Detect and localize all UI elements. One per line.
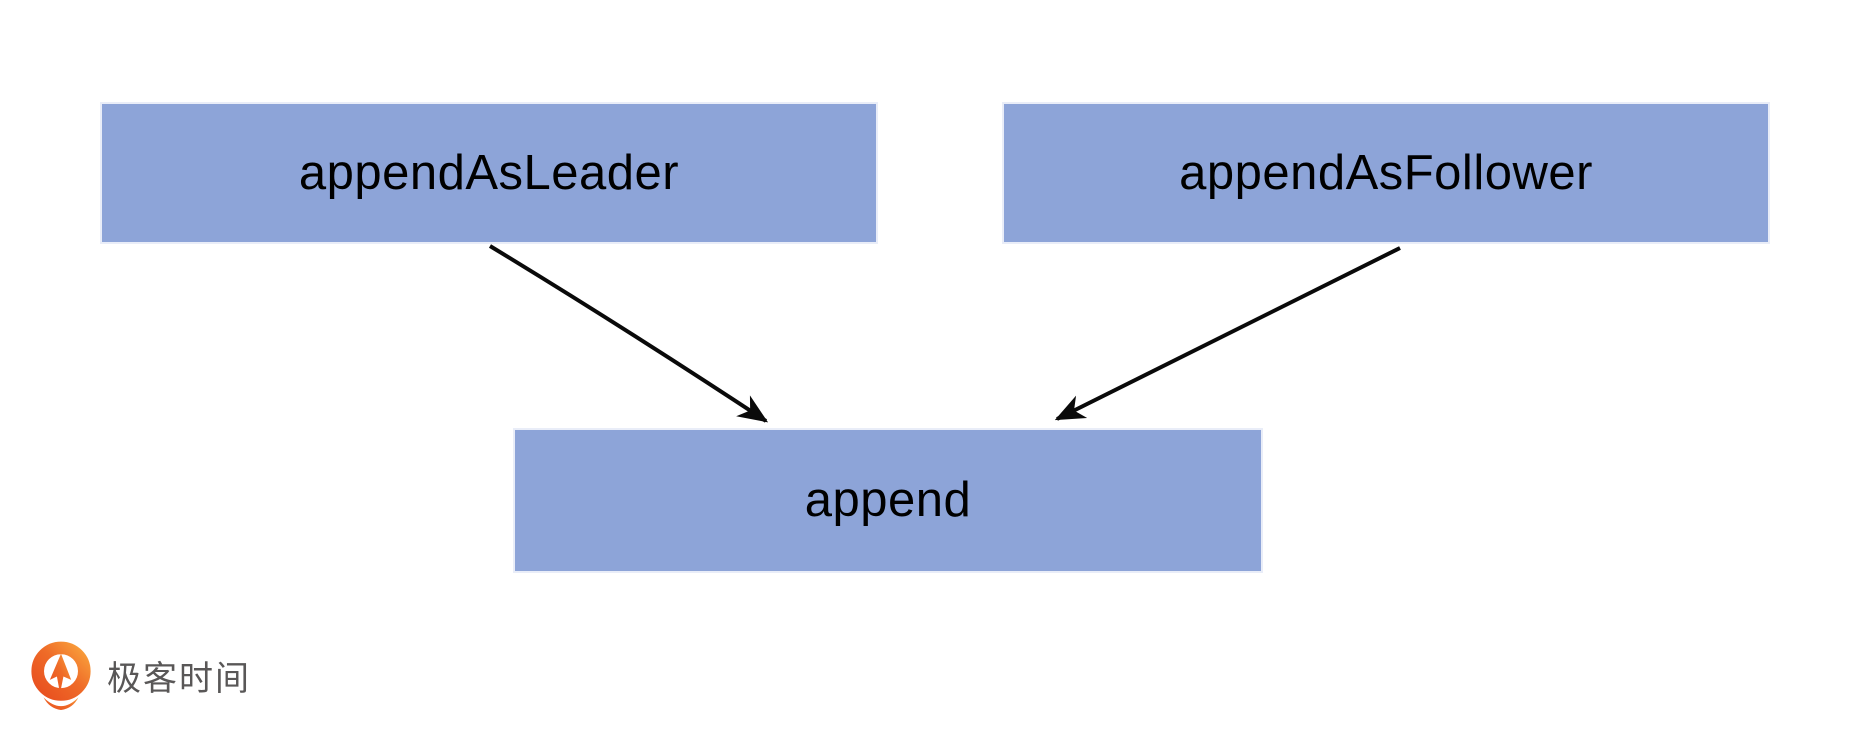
geektime-logo-text: 极客时间 — [107, 660, 251, 698]
node-append-as-follower-label: appendAsFollower — [1179, 145, 1593, 200]
node-append-as-leader: appendAsLeader — [100, 102, 878, 244]
node-append-as-leader-label: appendAsLeader — [298, 145, 680, 200]
geektime-logo-icon — [31, 641, 91, 710]
edge-leader-to-append-arrow — [488, 244, 769, 423]
node-append-as-follower: appendAsFollower — [1002, 102, 1770, 244]
geektime-logo: 极客时间 — [28, 641, 251, 713]
node-append-label: append — [804, 473, 972, 527]
edge-follower-to-append-arrow — [1054, 246, 1401, 421]
node-append: append — [513, 428, 1263, 573]
